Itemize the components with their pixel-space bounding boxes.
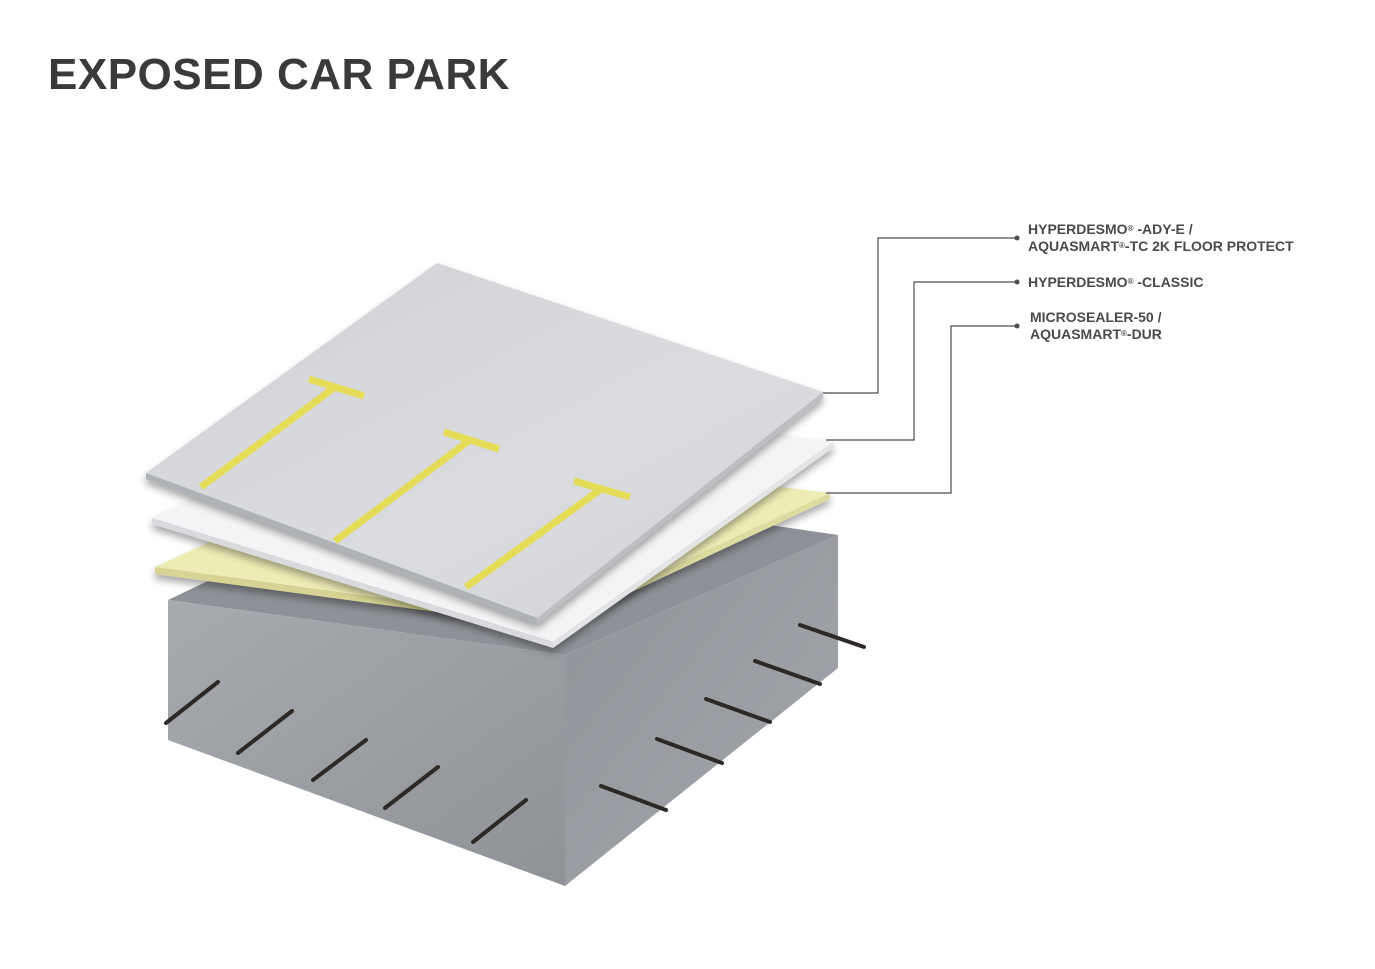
leader-line-primer xyxy=(826,325,1016,494)
rebar-rod xyxy=(471,798,528,844)
callout-topcoat-line-2: AQUASMART®-TC 2K FLOOR PROTECT xyxy=(1028,238,1294,254)
leader-dot xyxy=(1014,323,1020,329)
topcoat-layer-surface xyxy=(146,263,823,618)
callout-primer: MICROSEALER-50 / AQUASMART®-DUR xyxy=(1030,309,1162,343)
leader-line-membrane xyxy=(826,281,1016,441)
rebar-rod xyxy=(599,784,668,812)
leader-dot xyxy=(1014,279,1020,285)
rebar-rod xyxy=(164,680,220,725)
parking-lines xyxy=(198,375,631,590)
leader-dots xyxy=(1014,235,1020,329)
callout-primer-line-1: MICROSEALER-50 / xyxy=(1030,309,1162,325)
callout-membrane: HYPERDESMO® -CLASSIC xyxy=(1028,274,1203,291)
parking-line-2 xyxy=(332,428,501,544)
callout-primer-line-2: AQUASMART®-DUR xyxy=(1030,326,1162,342)
concrete-slab-front-face xyxy=(168,600,565,886)
callout-membrane-line-1: HYPERDESMO® -CLASSIC xyxy=(1028,274,1204,290)
rebar-rod xyxy=(798,623,866,649)
rebar-rod xyxy=(704,697,772,724)
rebar-rod xyxy=(236,709,294,755)
membrane-layer-edge-side xyxy=(553,442,833,648)
rebar-rod xyxy=(311,738,368,782)
topcoat-layer-edge-side xyxy=(537,392,823,624)
rebar-front xyxy=(164,680,528,844)
rebar-rod xyxy=(655,737,724,765)
rebar-rod xyxy=(753,659,822,686)
leader-lines xyxy=(823,237,1016,494)
topcoat-layer xyxy=(146,263,823,624)
membrane-layer-edge xyxy=(152,518,553,648)
rebar-side xyxy=(599,623,866,812)
leader-dot xyxy=(1014,235,1020,241)
leader-line-topcoat xyxy=(823,237,1016,394)
topcoat-layer-edge xyxy=(146,473,537,624)
rebar-rod xyxy=(383,765,440,810)
parking-line-3 xyxy=(463,477,631,590)
parking-line-1 xyxy=(198,375,366,490)
callout-topcoat-line-1: HYPERDESMO® -ADY-E / xyxy=(1028,221,1193,237)
callout-topcoat: HYPERDESMO® -ADY-E / AQUASMART®-TC 2K FL… xyxy=(1028,221,1294,255)
page-title: EXPOSED CAR PARK xyxy=(48,50,510,99)
